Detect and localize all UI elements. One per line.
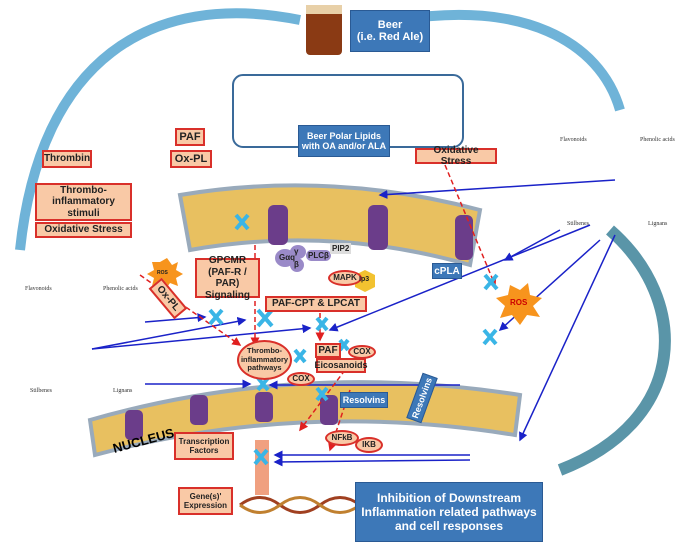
ros-burst-icon-right bbox=[496, 283, 542, 325]
flavonoids-label-right: Flavonoids bbox=[560, 137, 587, 143]
paf-cpt-lpcat-box: PAF-CPT & LPCAT bbox=[265, 296, 367, 312]
inhibition-x-marks bbox=[208, 213, 499, 466]
phenolic-acids-label-left: Phenolic acids bbox=[103, 286, 138, 292]
resolvins-box-1: Resolvins bbox=[340, 392, 388, 408]
paf-box: PAF bbox=[315, 343, 341, 358]
beer-subtitle: (i.e. Red Ale) bbox=[356, 31, 424, 43]
polar-lipids-box: Beer Polar Lipids with OA and/or ALA bbox=[298, 125, 390, 157]
pip2-label: PIP2 bbox=[330, 243, 352, 254]
gpcmr-box: GPCMR (PAF-R / PAR) Signaling bbox=[195, 255, 260, 301]
lignans-label-right: Lignans bbox=[648, 221, 668, 227]
eicosanoids-box: Eicosanoids bbox=[315, 358, 368, 373]
stilbenes-label-right: Stilbenes bbox=[567, 221, 589, 227]
thrombo-pathways-oval: Thrombo-inflammatory pathways bbox=[237, 340, 292, 380]
dna-helix bbox=[239, 496, 361, 514]
beer-glass-icon bbox=[306, 5, 342, 55]
oxidative-stress-left: Oxidative Stress bbox=[35, 222, 132, 238]
cox-oval-2: COX bbox=[287, 372, 315, 386]
plcb-label: PLCβ bbox=[306, 250, 331, 261]
curved-arrow-bottom bbox=[557, 225, 671, 476]
thrombo-stimuli-box: Thrombo-inflammatory stimuli bbox=[35, 183, 132, 221]
gene-expression-box: Gene(s)' Expression bbox=[178, 487, 233, 515]
mapk-oval: MAPK bbox=[328, 270, 362, 286]
stilbenes-label-left: Stilbenes bbox=[30, 388, 52, 394]
nucleus-signal-arrow bbox=[255, 440, 269, 495]
oxpl-stimulus: Ox-PL bbox=[170, 150, 212, 168]
beer-box: Beer(i.e. Red Ale) bbox=[350, 10, 430, 52]
ikb-oval: IKB bbox=[355, 437, 383, 453]
lignans-label-left: Lignans bbox=[113, 388, 133, 394]
oxidative-stress-right: Oxidative Stress bbox=[415, 145, 497, 167]
beta-label: β bbox=[294, 260, 299, 269]
transcription-factors-box: Transcription Factors bbox=[174, 432, 234, 460]
g-alpha-label: Gαq bbox=[279, 253, 296, 262]
gamma-label: γ bbox=[294, 247, 299, 256]
nfkb-oval: NFkB bbox=[325, 430, 359, 446]
channel-proteins bbox=[125, 205, 473, 440]
flavonoids-label-left: Flavonoids bbox=[25, 286, 52, 292]
cpla-box: cPLA bbox=[432, 263, 462, 279]
ip3-label: Ip3 bbox=[359, 276, 370, 283]
inhibition-result-box: Inhibition of Downstream Inflammation re… bbox=[355, 482, 543, 542]
curved-arrow-right bbox=[399, 9, 625, 112]
curved-arrow-left bbox=[15, 8, 301, 251]
ros-label: ROS bbox=[157, 270, 168, 276]
cox-oval-1: COX bbox=[348, 345, 376, 359]
thrombin-box: Thrombin bbox=[42, 150, 92, 168]
paf-stimulus: PAF bbox=[175, 128, 205, 146]
phenolic-acids-label-right: Phenolic acids bbox=[640, 137, 675, 143]
beer-title: Beer bbox=[377, 19, 403, 31]
ros-label-right: ROS bbox=[510, 298, 528, 307]
g-alpha-protein bbox=[275, 249, 295, 267]
